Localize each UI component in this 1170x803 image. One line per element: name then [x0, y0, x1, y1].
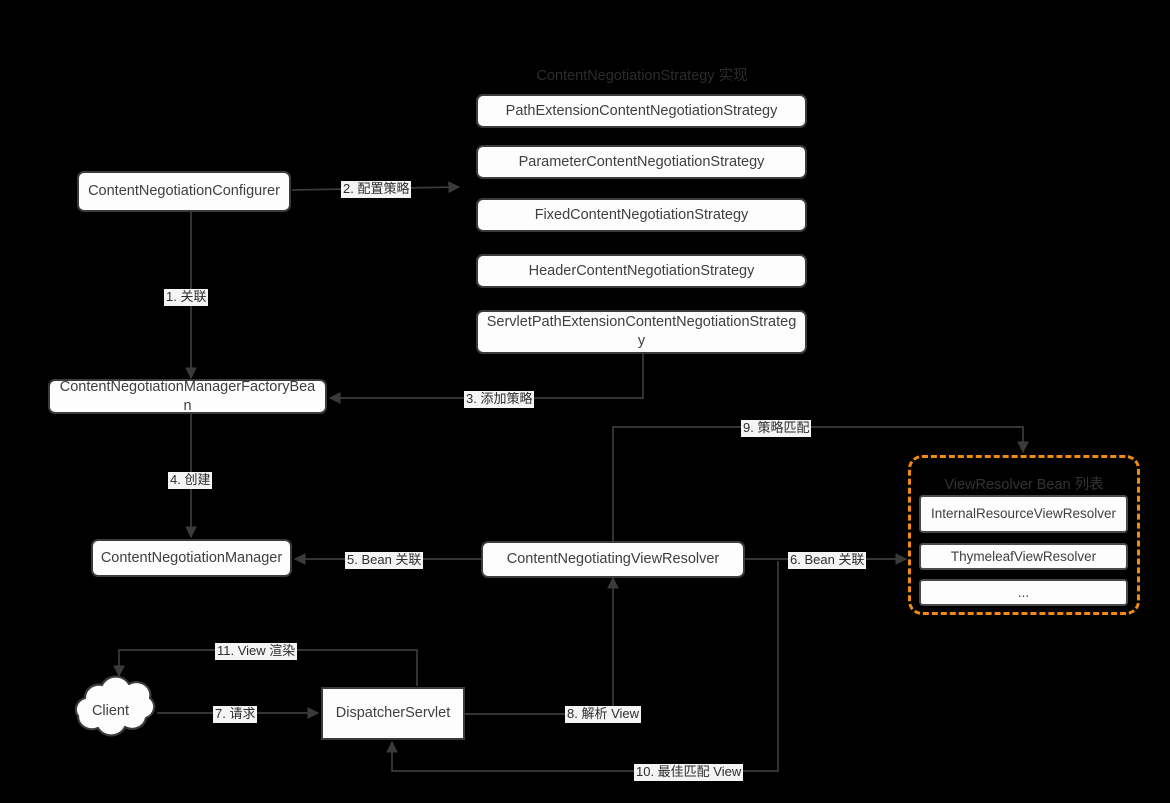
- cloud-icon: [74, 675, 156, 737]
- edge-label-3: 3. 添加策略: [464, 391, 535, 408]
- edge-label-7: 7. 请求: [213, 706, 258, 723]
- edge-label-10: 10. 最佳匹配 View: [634, 764, 744, 781]
- edge-label-8: 8. 解析 View: [565, 706, 642, 723]
- node-content-negotiation-manager[interactable]: ContentNegotiationManager: [91, 539, 292, 577]
- edge-8-line: [465, 576, 619, 715]
- edge-label-9: 9. 策略匹配: [741, 420, 812, 437]
- edge-label-2: 2. 配置策略: [341, 181, 412, 198]
- node-content-negotiation-configurer[interactable]: ContentNegotiationConfigurer: [77, 171, 291, 212]
- strategy-item-fixed[interactable]: FixedContentNegotiationStrategy: [476, 198, 807, 232]
- viewresolver-item-internal-resource[interactable]: InternalResourceViewResolver: [919, 495, 1128, 533]
- edge-label-11: 11. View 渲染: [215, 643, 298, 660]
- viewresolver-bean-group: [908, 455, 1140, 615]
- edge-label-4: 4. 创建: [168, 472, 213, 489]
- client-label: Client: [91, 703, 130, 719]
- strategy-group-title: ContentNegotiationStrategy 实现: [536, 68, 748, 84]
- node-content-negotiating-view-resolver[interactable]: ContentNegotiatingViewResolver: [481, 541, 745, 578]
- edge-label-1: 1. 关联: [164, 289, 209, 306]
- node-client-cloud[interactable]: Client: [63, 672, 158, 750]
- strategy-item-header[interactable]: HeaderContentNegotiationStrategy: [476, 254, 807, 288]
- strategy-item-parameter[interactable]: ParameterContentNegotiationStrategy: [476, 145, 807, 179]
- edge-label-6: 6. Bean 关联: [788, 552, 867, 569]
- strategy-item-path-extension[interactable]: PathExtensionContentNegotiationStrategy: [476, 94, 807, 128]
- edge-label-5: 5. Bean 关联: [345, 552, 424, 569]
- viewresolver-group-title: ViewResolver Bean 列表: [944, 477, 1104, 493]
- viewresolver-item-ellipsis[interactable]: ...: [919, 579, 1128, 606]
- strategy-item-servlet-path-extension[interactable]: ServletPathExtensionContentNegotiationSt…: [476, 310, 807, 354]
- viewresolver-item-thymeleaf[interactable]: ThymeleafViewResolver: [919, 543, 1128, 570]
- node-dispatcher-servlet[interactable]: DispatcherServlet: [321, 687, 465, 740]
- node-content-negotiation-manager-factory-bean[interactable]: ContentNegotiationManagerFactoryBean: [48, 379, 327, 414]
